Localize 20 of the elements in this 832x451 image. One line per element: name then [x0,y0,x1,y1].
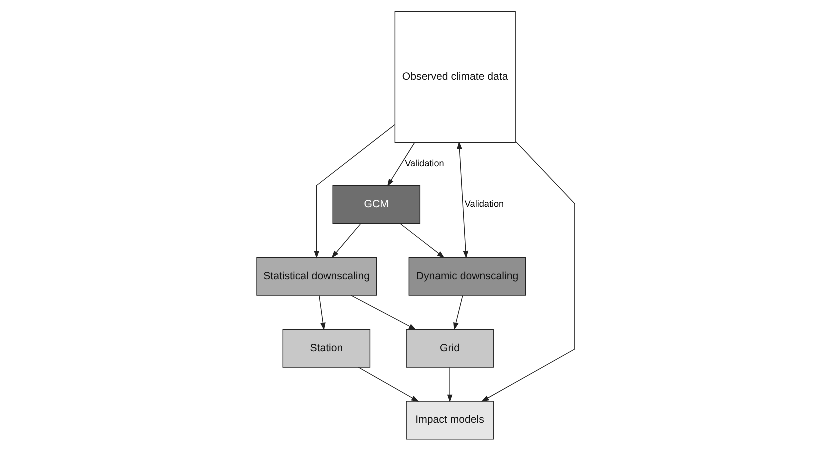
node-box: Grid [406,329,494,368]
node-box: Station [282,329,371,368]
edge-label: Validation [405,158,444,169]
arrow [400,223,445,258]
node-box: Impact models [406,401,494,440]
arrow [351,295,417,330]
edge-label: Validation [464,199,504,210]
arrow [319,295,326,331]
arrow [454,295,464,330]
arrow [358,367,420,402]
node-box: Dynamic downscaling [408,257,526,296]
arrow [387,142,416,187]
arrow [332,224,362,258]
node-box: GCM [332,185,421,224]
arrow [482,141,576,402]
arrow [457,142,469,259]
arrow [447,367,453,402]
arrow [314,124,396,259]
node-box: Statistical downscaling [256,257,378,296]
node-box: Observed climate data [394,11,516,143]
